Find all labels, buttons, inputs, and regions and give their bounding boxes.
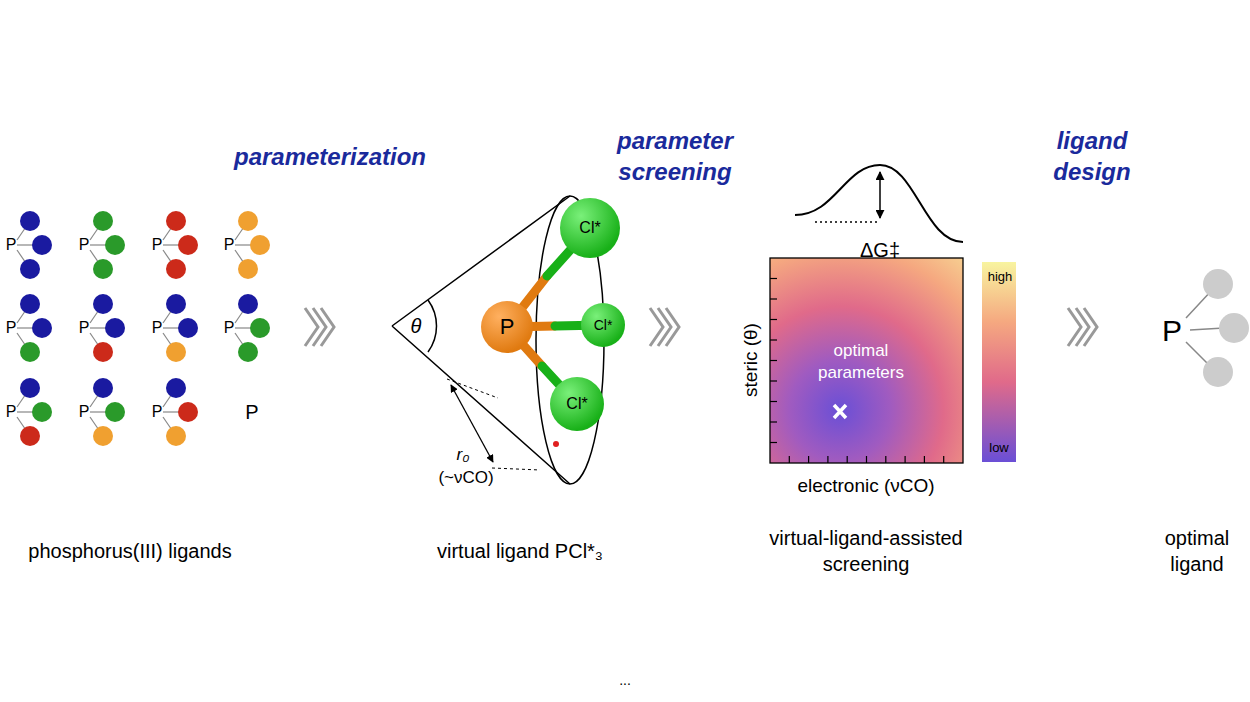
angle-symbol: θ [411,313,422,339]
panel-caption: virtual-ligand-assisted screening [736,525,996,577]
atom-label: P [79,402,90,423]
panel-caption: phosphorus(III) ligands [20,538,240,564]
step-title: parameterization [234,141,426,172]
atom-label: Cl* [566,394,587,415]
ligand-grid [17,211,270,446]
atom-label: P [6,318,17,339]
atom-label: P [152,318,163,339]
distance-label: (~νCO) [438,467,493,489]
atom-label: Cl* [579,218,600,239]
colorbar [982,262,1016,462]
atom-label: P [152,235,163,256]
distance-label: r₀ [457,444,470,466]
heatmap [770,258,963,463]
colorbar-label: high [988,269,1013,286]
axis-label: electronic (νCO) [797,474,934,499]
atom-label: P [152,402,163,423]
atom-label: P [6,235,17,256]
optimum-label: optimal parameters [806,340,916,384]
panel-caption: optimal ligand [1147,525,1247,577]
panel-caption: virtual ligand PCl*₃ [435,538,605,564]
atom-label: P [1162,311,1182,350]
ellipsis: P [245,399,258,425]
note: ... [619,671,631,689]
atom-label: P [500,313,515,342]
energy-barrier [795,165,963,242]
step-title: ligand design [1032,125,1152,187]
atom-label: P [79,235,90,256]
atom-label: P [6,402,17,423]
step-title: parameter screening [590,125,760,187]
colorbar-label: low [989,440,1009,457]
chevrons [305,308,1097,346]
axis-label: steric (θ) [739,323,764,397]
atom-label: P [79,318,90,339]
energy-label: ΔG‡ [860,237,900,263]
atom-label: Cl* [594,316,613,334]
atom-label: P [224,318,235,339]
atom-label: P [224,235,235,256]
optimal-ligand [1186,269,1249,387]
